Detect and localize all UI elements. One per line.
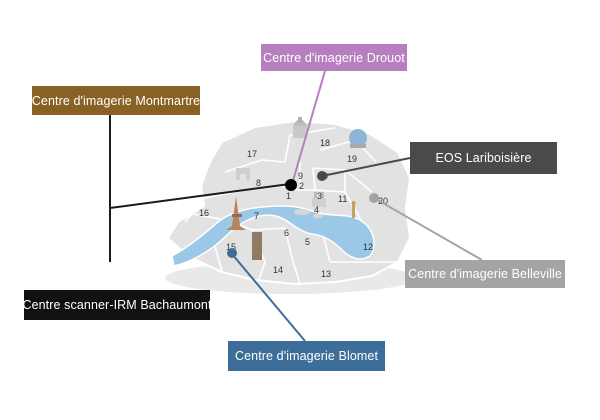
arrondissement-number: 20 bbox=[378, 196, 388, 206]
arrondissement-number: 2 bbox=[299, 181, 304, 191]
arrondissement-number: 5 bbox=[305, 237, 310, 247]
connector-blomet bbox=[231, 253, 306, 342]
location-dot-belleville[interactable] bbox=[369, 193, 379, 203]
arrondissement-number: 18 bbox=[320, 138, 330, 148]
connector-drouot bbox=[291, 70, 326, 185]
arrondissement-number: 11 bbox=[338, 194, 347, 204]
arrondissement-number: 12 bbox=[363, 242, 373, 252]
la-villette-sphere-icon bbox=[349, 129, 367, 148]
eiffel-tower-icon bbox=[226, 196, 246, 230]
label-centre-montmartre[interactable]: Centre d'imagerie Montmartre bbox=[32, 86, 200, 115]
arrondissement-number: 1 bbox=[286, 191, 291, 201]
label-centre-blomet[interactable]: Centre d'imagerie Blomet bbox=[228, 341, 385, 371]
arrondissement-numbers: 1 2 3 4 5 6 7 8 9 10 11 12 13 14 15 16 1… bbox=[199, 138, 388, 279]
location-dot-blomet[interactable] bbox=[227, 248, 237, 258]
arrondissement-number: 8 bbox=[256, 178, 261, 188]
arrondissement-number: 6 bbox=[284, 228, 289, 238]
arrondissement-number: 9 bbox=[298, 171, 303, 181]
arrondissement-number: 17 bbox=[247, 149, 257, 159]
montparnasse-tower-icon bbox=[252, 232, 262, 260]
connector-belleville bbox=[373, 197, 483, 261]
arrondissement-number: 16 bbox=[199, 208, 209, 218]
label-eos-lariboisiere[interactable]: EOS Lariboisière bbox=[410, 142, 557, 174]
arrondissement-number: 4 bbox=[314, 205, 319, 215]
arrondissement-number: 19 bbox=[347, 154, 357, 164]
sacre-coeur-icon bbox=[293, 117, 307, 138]
arrondissement-number: 7 bbox=[254, 211, 259, 221]
ile-de-la-cite bbox=[294, 209, 310, 215]
label-centre-bachaumont[interactable]: Centre scanner-IRM Bachaumont bbox=[22, 290, 211, 320]
arrondissement-number: 15 bbox=[226, 242, 236, 252]
arrondissement-number: 14 bbox=[273, 265, 283, 275]
arrondissement-number: 13 bbox=[321, 269, 331, 279]
label-centre-drouot[interactable]: Centre d'imagerie Drouot bbox=[261, 44, 407, 71]
seine-river bbox=[171, 205, 375, 267]
arc-de-triomphe-icon bbox=[236, 168, 250, 180]
notre-dame-icon bbox=[312, 192, 326, 207]
ile-saint-louis bbox=[313, 213, 323, 219]
connector-lariboisiere bbox=[321, 157, 411, 177]
label-centre-belleville[interactable]: Centre d'imagerie Belleville bbox=[405, 260, 565, 288]
location-dot-bachaumont[interactable] bbox=[285, 179, 297, 191]
bastille-column-icon bbox=[351, 201, 356, 218]
arrondissement-number: 3 bbox=[317, 191, 322, 201]
location-dot-lariboisiere[interactable] bbox=[317, 171, 327, 181]
